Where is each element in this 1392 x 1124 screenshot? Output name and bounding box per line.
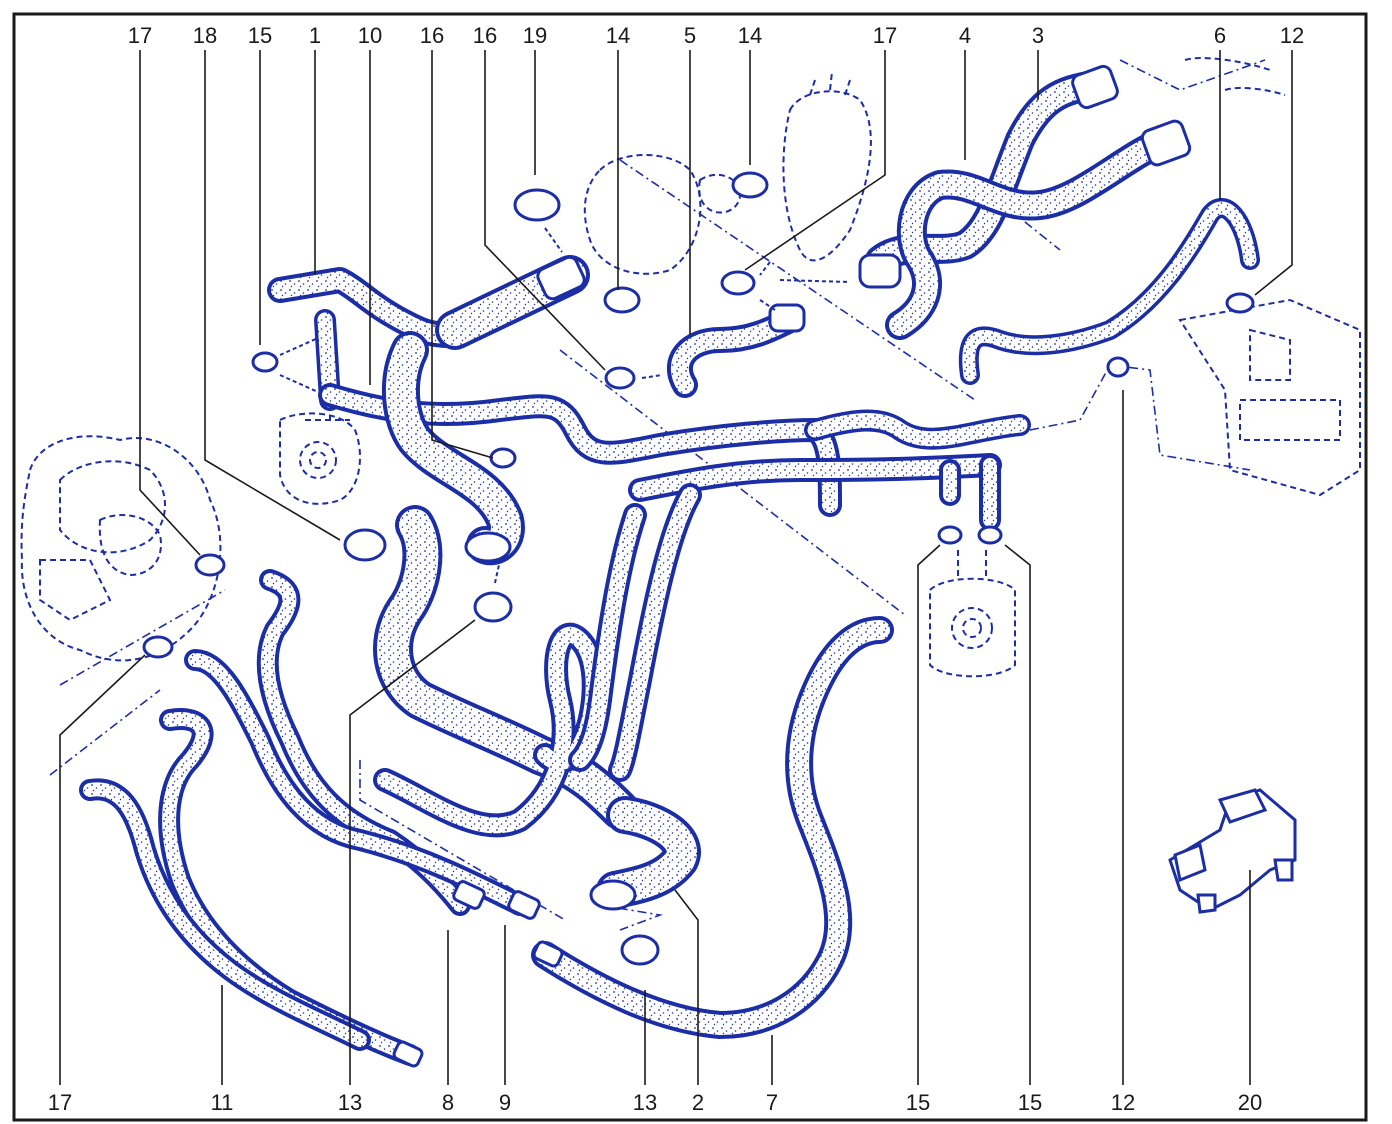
clamp-18 — [343, 528, 387, 562]
clamp-14-right — [731, 171, 769, 199]
callout-18: 18 — [193, 23, 217, 48]
hose-9 — [184, 649, 531, 916]
hose-7 — [531, 616, 894, 1039]
hose-vertical-pair — [568, 483, 702, 782]
callout-17-right: 17 — [873, 23, 897, 48]
callout-15-a: 15 — [906, 1090, 930, 1115]
clamp-15-right-b — [977, 525, 1003, 545]
callout-2: 2 — [692, 1090, 704, 1115]
callout-12-bottom: 12 — [1111, 1090, 1135, 1115]
callout-14-b: 14 — [738, 23, 762, 48]
callout-7: 7 — [766, 1090, 778, 1115]
clamp-12-mid — [1106, 356, 1130, 378]
clamp-15-right-a — [937, 525, 963, 545]
hose-middle-junction — [628, 453, 1002, 531]
callout-20: 20 — [1238, 1090, 1262, 1115]
callout-8: 8 — [442, 1090, 454, 1115]
callout-19: 19 — [523, 23, 547, 48]
diagram-frame — [12, 12, 1368, 1122]
clamp-16-lower — [489, 447, 517, 469]
leader-lines-top — [139, 50, 1293, 556]
hose-2 — [596, 796, 701, 909]
clamp-13-upper — [473, 591, 513, 623]
callouts-bottom: 17 11 13 8 9 13 2 7 15 15 12 20 — [48, 1090, 1262, 1115]
clamp-13-lower — [620, 934, 660, 966]
clamp-17-left-b — [142, 635, 174, 659]
callout-17-bottom: 17 — [48, 1090, 72, 1115]
hose-10 — [318, 383, 1031, 517]
callout-3: 3 — [1032, 23, 1044, 48]
clamp-17-top — [720, 270, 756, 296]
clamp-19 — [513, 188, 561, 222]
callout-5: 5 — [684, 23, 696, 48]
callout-9: 9 — [499, 1090, 511, 1115]
ghost-components — [20, 57, 1361, 678]
clamp-16 — [604, 366, 636, 390]
callout-4: 4 — [959, 23, 971, 48]
callout-15-b: 15 — [1018, 1090, 1042, 1115]
fittings — [392, 64, 1192, 1068]
callout-10: 10 — [358, 23, 382, 48]
callout-1: 1 — [309, 23, 321, 48]
clamp-14-left — [603, 286, 641, 314]
hose-11 — [79, 708, 421, 1066]
callout-17-top: 17 — [128, 23, 152, 48]
assembly-arrows — [279, 227, 851, 584]
hose-6 — [958, 198, 1260, 385]
callout-12-top: 12 — [1280, 23, 1304, 48]
leader-lines-bottom — [59, 390, 1251, 1085]
callout-14-a: 14 — [606, 23, 630, 48]
hoses — [79, 70, 1260, 1066]
callout-6: 6 — [1214, 23, 1226, 48]
clamp-15-left — [251, 351, 279, 373]
clamps — [142, 171, 1255, 966]
hose-4 — [885, 125, 1180, 340]
bracket-20 — [1168, 788, 1297, 914]
callout-16-a: 16 — [420, 23, 444, 48]
callout-16-b: 16 — [473, 23, 497, 48]
clamp-12-top — [1225, 292, 1255, 314]
callout-13-a: 13 — [338, 1090, 362, 1115]
callout-13-b: 13 — [633, 1090, 657, 1115]
callouts-top: 17 18 15 1 10 16 16 19 14 5 14 17 4 3 6 … — [128, 23, 1304, 48]
callout-15-top: 15 — [248, 23, 272, 48]
callout-11: 11 — [211, 1090, 234, 1115]
clamp-17-left-a — [194, 553, 226, 577]
